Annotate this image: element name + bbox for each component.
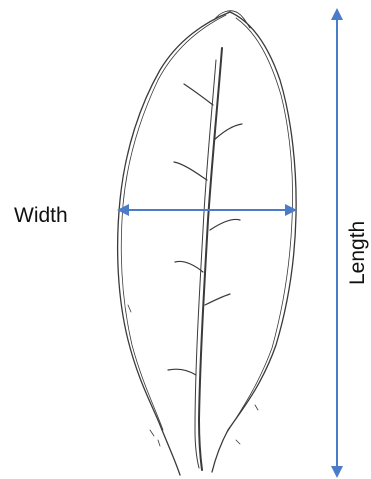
leaf-outline-left [118,12,230,475]
leaf-outline-right [212,12,296,472]
leaf-vein-5 [175,261,203,272]
length-arrow [331,8,343,478]
length-arrowhead-bottom [331,466,343,478]
leaf-vein-4 [210,219,240,230]
leaf-midrib [199,48,222,470]
leaf-edge-marks [128,305,258,446]
width-label: Width [14,204,68,227]
leaf-vein-1 [184,84,213,105]
leaf-vein-6 [205,294,230,305]
width-arrow [117,204,297,216]
length-arrowhead-top [331,8,343,20]
length-label: Length [346,221,369,285]
leaf-vein-2 [214,124,242,140]
leaf-vein-7 [168,369,196,375]
leaf-outline-right-sketch [226,18,293,434]
leaf-vein-3 [174,162,207,180]
leaf-sketch [118,11,296,475]
width-arrowhead-right [285,204,297,216]
